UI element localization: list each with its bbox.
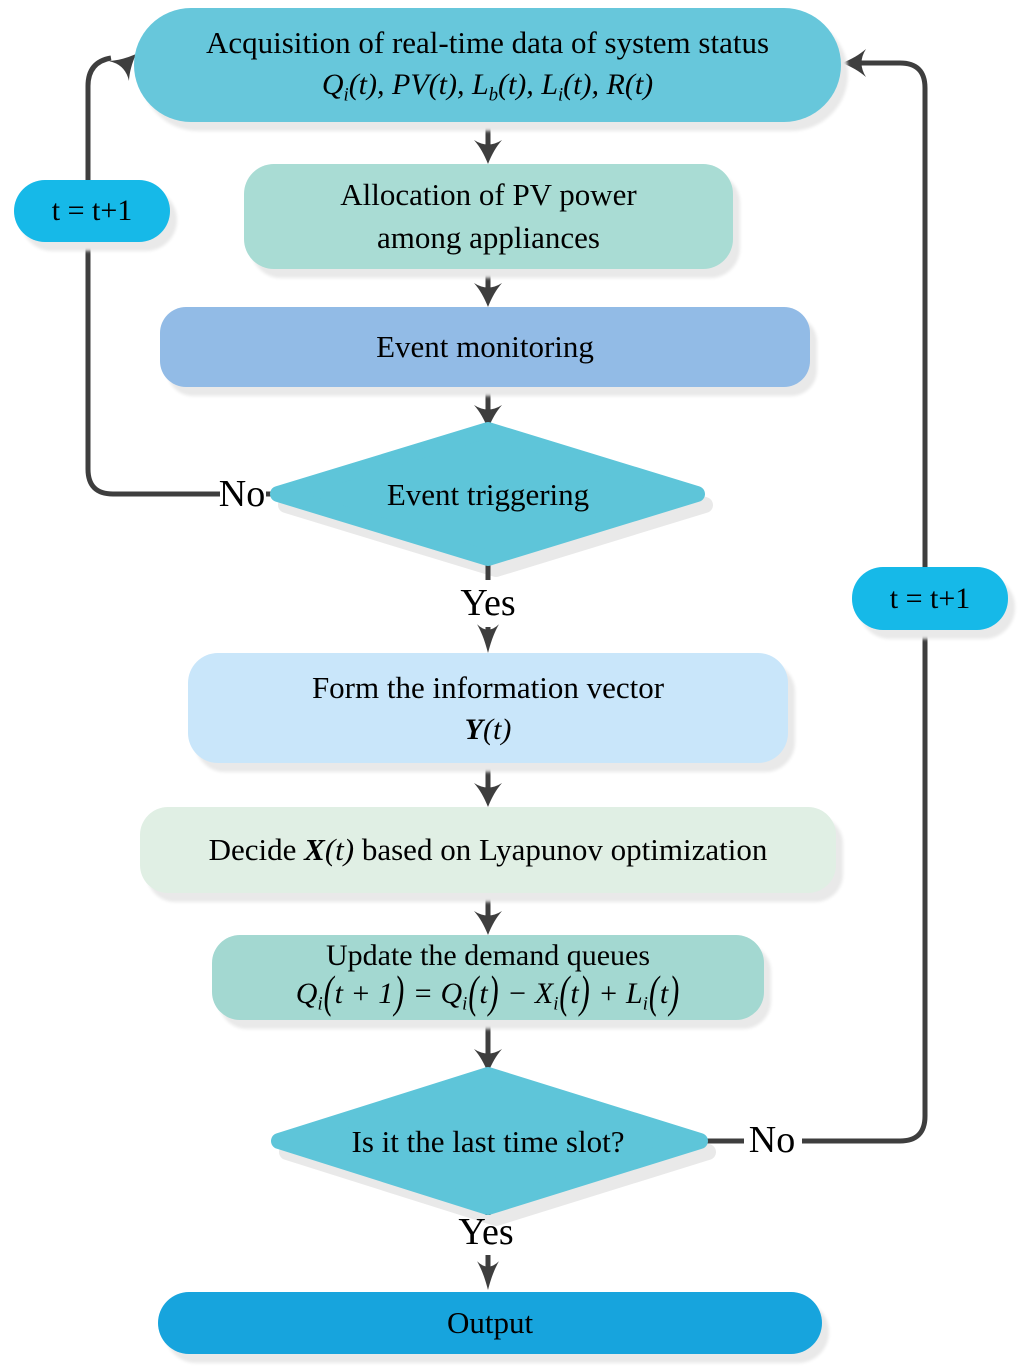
- formula-token: Y: [464, 712, 483, 746]
- acquisition-title: Acquisition of real-time data of system …: [205, 25, 770, 61]
- event-triggering-label: Event triggering: [386, 476, 590, 512]
- decide-label: Decide X(t) based on Lyapunov optimizati…: [209, 829, 768, 872]
- event-monitoring-label: Event monitoring: [376, 328, 594, 364]
- arrowhead-right-loop: [842, 49, 866, 77]
- formula-token: t: [479, 977, 488, 1011]
- event-monitoring-box: Event monitoring: [160, 307, 810, 387]
- arrowhead-decide: [474, 783, 502, 807]
- formula-token: L: [626, 977, 643, 1011]
- arrowhead-allocation: [474, 140, 502, 164]
- formula-token: b: [488, 84, 498, 106]
- arrowhead-lastslot: [474, 1049, 502, 1073]
- form-vector-box: Form the information vector Y(t): [188, 653, 788, 763]
- formula-token: =: [405, 977, 441, 1011]
- event-triggering-diamond: [270, 422, 705, 566]
- arrowhead-form-vector: [477, 624, 499, 653]
- formula-token: ): [579, 968, 590, 1018]
- allocation-box: Allocation of PV power among appliances: [244, 164, 733, 269]
- t-increment-left-box: t = t+1: [14, 180, 170, 242]
- formula-token: t: [659, 977, 669, 1011]
- allocation-line2: among appliances: [377, 219, 600, 255]
- update-formula: Qi(t + 1) = Qi(t) − Xi(t) + Li(t): [295, 968, 680, 1018]
- acquisition-formula: Qi(t), PV(t), Lb(t), Li(t), R(t): [322, 65, 653, 108]
- formula-token: X: [304, 831, 325, 867]
- t-increment-right-box: t = t+1: [852, 567, 1008, 630]
- decide-box: Decide X(t) based on Lyapunov optimizati…: [140, 807, 836, 893]
- formula-token: (t),: [497, 68, 542, 102]
- formula-token: L: [472, 68, 489, 102]
- t-increment-right-label: t = t+1: [889, 581, 971, 615]
- update-box: Update the demand queues Qi(t + 1) = Qi(…: [212, 935, 764, 1020]
- formula-token: (: [559, 968, 570, 1018]
- decide-suffix: based on Lyapunov optimization: [354, 831, 768, 867]
- arrowhead-monitoring: [474, 283, 502, 307]
- formula-token: (t),: [428, 68, 472, 102]
- acquisition-box: Acquisition of real-time data of system …: [134, 8, 841, 122]
- formula-token: Q: [321, 68, 344, 102]
- arrowhead-update: [474, 911, 502, 935]
- formula-token: i: [558, 84, 564, 106]
- t-increment-left-label: t = t+1: [51, 194, 133, 227]
- no-right-label: No: [748, 1119, 796, 1161]
- update-title: Update the demand queues: [325, 938, 651, 972]
- yes-top-label: Yes: [460, 582, 516, 624]
- formula-token: +: [590, 977, 626, 1011]
- formula-token: R: [606, 68, 625, 102]
- formula-token: (t): [324, 831, 355, 867]
- yes-bottom-label: Yes: [458, 1211, 514, 1253]
- formula-token: (: [468, 968, 479, 1018]
- no-left-label: No: [218, 473, 266, 515]
- formula-token: (t),: [563, 68, 607, 102]
- formula-token: (t): [624, 68, 654, 102]
- decide-prefix: Decide: [208, 831, 305, 867]
- output-label: Output: [446, 1304, 534, 1340]
- formula-token: Q: [440, 977, 463, 1011]
- formula-token: (t): [483, 712, 512, 746]
- formula-token: (: [323, 968, 334, 1018]
- last-slot-label: Is it the last time slot?: [351, 1123, 625, 1159]
- formula-token: Q: [295, 977, 318, 1011]
- formula-token: −: [499, 977, 535, 1011]
- formula-token: i: [343, 84, 349, 106]
- last-slot-diamond: [271, 1067, 708, 1215]
- formula-token: X: [534, 977, 554, 1011]
- arrowhead-left-loop: [109, 54, 136, 81]
- decide-formula: X(t): [304, 832, 354, 867]
- formula-token: (: [648, 968, 659, 1018]
- formula-token: (t),: [348, 68, 393, 102]
- formula-token: t: [570, 977, 579, 1011]
- output-box: Output: [158, 1292, 822, 1354]
- allocation-line1: Allocation of PV power: [340, 176, 637, 212]
- formula-token: i: [462, 993, 468, 1015]
- formula-token: ): [669, 968, 680, 1018]
- arrowheads: [109, 49, 866, 1290]
- form-vector-formula: Y(t): [465, 710, 512, 749]
- edge-no-left-loop: [85, 55, 220, 497]
- formula-token: ): [488, 968, 499, 1018]
- arrowhead-output: [477, 1261, 499, 1290]
- formula-token: ): [394, 968, 405, 1018]
- formula-token: t + 1: [334, 977, 394, 1011]
- formula-token: i: [317, 993, 323, 1015]
- form-vector-title: Form the information vector: [311, 670, 665, 706]
- formula-token: i: [553, 993, 559, 1015]
- arrowhead-triggering: [474, 405, 502, 429]
- formula-token: PV: [392, 68, 429, 102]
- formula-token: i: [642, 993, 648, 1015]
- formula-token: L: [541, 68, 558, 102]
